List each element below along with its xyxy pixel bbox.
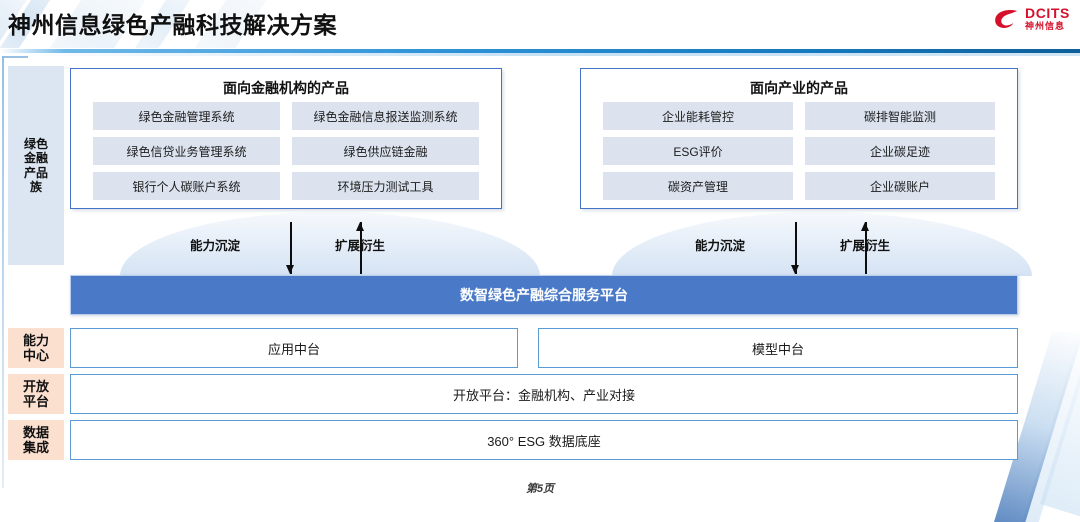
product-item[interactable]: 碳资产管理 [603,172,793,200]
flow-label-capability-precipitation: 能力沉淀 [190,239,241,253]
sidebar-item-label: 绿色金融产品族 [23,137,48,194]
header-divider-soft [0,53,1080,56]
product-item[interactable]: 银行个人碳账户系统 [93,172,280,200]
sidebar-item-open-platform[interactable]: 开放平台 [8,374,64,414]
dcits-swoosh-icon [995,9,1017,28]
sidebar-item-data-integration[interactable]: 数据集成 [8,420,64,460]
product-item[interactable]: 绿色金融管理系统 [93,102,280,130]
brand-logo: DCITS 神州信息 [994,6,1070,31]
header-divider [0,49,1080,53]
flow-label-capability-precipitation: 能力沉淀 [695,239,746,253]
arrow-up-icon [860,222,871,274]
flow-arrows-left: 能力沉淀 扩展衍生 [175,222,425,276]
platform-bar[interactable]: 数智绿色产融综合服务平台 [70,275,1018,315]
product-item[interactable]: ESG评价 [603,137,793,165]
panel-industry: 面向产业的产品 企业能耗管控 碳排智能监测 ESG评价 企业碳足迹 碳资产管理 … [580,68,1018,209]
arrow-down-icon [285,222,296,274]
flow-label-expansion-derivation: 扩展衍生 [840,239,891,253]
product-item[interactable]: 企业能耗管控 [603,102,793,130]
panel-title: 面向金融机构的产品 [223,80,349,96]
page-footer: 第5页 [525,483,555,495]
sidebar-item-ability[interactable]: 能力中心 [8,328,64,368]
flow-arrows-right: 能力沉淀 扩展衍生 [680,222,930,276]
panel-product-grid: 企业能耗管控 碳排智能监测 ESG评价 企业碳足迹 碳资产管理 企业碳账户 [603,102,995,200]
page-header: 神州信息绿色产融科技解决方案 DCITS 神州信息 [0,0,1080,48]
left-edge-decoration [2,56,4,488]
layer-box-application-midend[interactable]: 应用中台 [70,328,518,368]
arrow-down-icon [790,222,801,274]
flow-label-expansion-derivation: 扩展衍生 [335,239,386,253]
sidebar-item-label: 数据集成 [22,424,49,455]
panel-title: 面向产业的产品 [750,80,848,96]
page-title: 神州信息绿色产融科技解决方案 [8,12,337,38]
product-item[interactable]: 企业碳账户 [805,172,995,200]
panel-financial-institutions: 面向金融机构的产品 绿色金融管理系统 绿色金融信息报送监测系统 绿色信贷业务管理… [70,68,502,209]
product-item[interactable]: 企业碳足迹 [805,137,995,165]
layer-box-open-platform[interactable]: 开放平台：金融机构、产业对接 [70,374,1018,414]
arrow-up-icon [355,222,366,274]
panel-product-grid: 绿色金融管理系统 绿色金融信息报送监测系统 绿色信贷业务管理系统 绿色供应链金融… [93,102,479,200]
product-item[interactable]: 环境压力测试工具 [292,172,479,200]
product-item[interactable]: 绿色金融信息报送监测系统 [292,102,479,130]
logo-text-en: DCITS [1025,5,1070,21]
layer-box-model-midend[interactable]: 模型中台 [538,328,1018,368]
sidebar-item-products[interactable]: 绿色金融产品族 [8,66,64,265]
logo-text-cn: 神州信息 [1025,21,1066,31]
product-item[interactable]: 绿色供应链金融 [292,137,479,165]
sidebar-item-label: 开放平台 [22,378,49,409]
left-edge-cap-decoration [2,56,28,58]
product-item[interactable]: 碳排智能监测 [805,102,995,130]
layer-box-data-foundation[interactable]: 360° ESG 数据底座 [70,420,1018,460]
product-item[interactable]: 绿色信贷业务管理系统 [93,137,280,165]
sidebar-item-label: 能力中心 [22,332,49,363]
